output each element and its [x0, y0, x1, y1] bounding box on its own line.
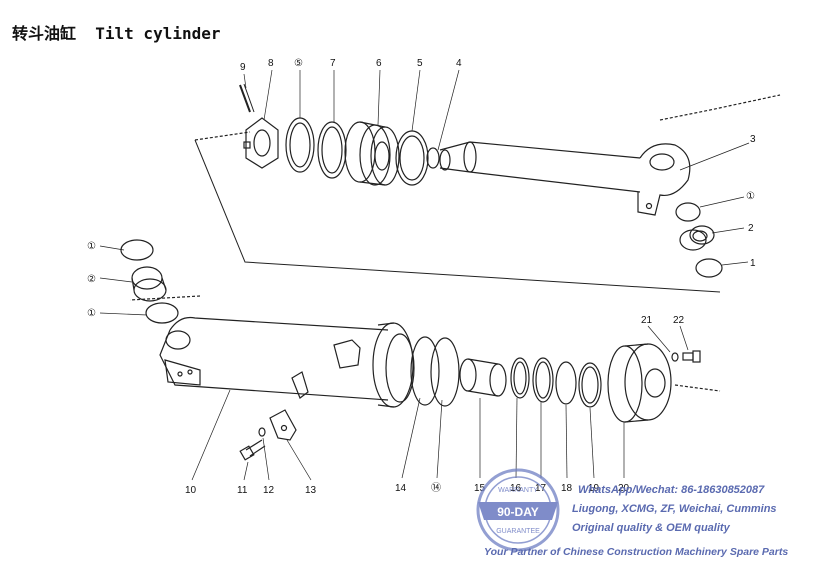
callout-14: 14	[395, 483, 407, 494]
callout-1c-left-bottom: ①	[87, 308, 96, 319]
split-pin-part-9	[239, 83, 255, 113]
callout-14c: ⑭	[431, 482, 441, 494]
badge-top-text: WARRANTY	[498, 487, 538, 494]
callout-17: 17	[535, 483, 547, 494]
callout-15: 15	[474, 483, 486, 494]
castle-nut-part-8	[243, 117, 279, 169]
seal-part-4	[426, 147, 440, 169]
callout-5: 5	[417, 58, 423, 69]
badge-mid-text: 90-DAY	[497, 505, 539, 519]
callout-3: 3	[750, 134, 756, 145]
callout-2-right: 2	[748, 223, 754, 234]
retaining-ring-part-1c-left-bottom	[145, 302, 179, 324]
upper-assembly-outline	[659, 94, 781, 121]
watermark-quality: Original quality & OEM quality	[572, 522, 730, 534]
bushing-part-2c-left	[131, 266, 167, 302]
callout-18: 18	[561, 483, 573, 494]
bracket-upper-part	[291, 371, 309, 399]
washer-part-12	[258, 427, 266, 437]
callout-21: 21	[641, 315, 653, 326]
piston-rod-part-3	[439, 141, 691, 216]
callout-4: 4	[456, 58, 462, 69]
callout-12: 12	[263, 485, 275, 496]
cylinder-head-part-20	[607, 343, 672, 423]
washer-part-21	[671, 352, 679, 362]
callout-10: 10	[185, 485, 197, 496]
cylinder-barrel-part-10	[159, 316, 389, 401]
o-ring-part-14c	[430, 337, 460, 407]
retaining-ring-part-1-right	[695, 258, 723, 278]
callout-11: 11	[237, 485, 248, 496]
callout-7: 7	[330, 58, 336, 69]
badge-bottom-text: GUARANTEE	[496, 528, 540, 535]
upper-assembly-outline	[194, 139, 721, 293]
callout-1-right: 1	[750, 258, 756, 269]
retaining-ring-part-1c-left-top	[120, 239, 154, 261]
bushing-part-2-right	[679, 225, 715, 251]
seal-part-16	[510, 357, 530, 399]
ring-part-5	[395, 130, 429, 186]
retaining-ring-part-1c-right	[675, 202, 701, 222]
callout-1c-right-top: ①	[746, 191, 755, 202]
callout-19: 19	[588, 483, 600, 494]
callout-8: 8	[268, 58, 274, 69]
callout-1c-left-top: ①	[87, 241, 96, 252]
bracket-part-13	[269, 409, 297, 441]
ring-part-7	[317, 121, 347, 179]
piston-part-6	[344, 121, 400, 186]
callout-6: 6	[376, 58, 382, 69]
bolt-part-11	[239, 439, 266, 461]
callout-16: 16	[510, 483, 522, 494]
watermark-slogan: Your Partner of Chinese Construction Mac…	[484, 546, 789, 558]
watermark-brands: Liugong, XCMG, ZF, Weichai, Cummins	[572, 503, 777, 515]
callout-22: 22	[673, 315, 685, 326]
barrel-flange	[372, 322, 415, 408]
o-ring-part-14	[410, 336, 440, 406]
callout-2c-left: ②	[87, 274, 96, 285]
callout-9: 9	[240, 62, 246, 73]
seal-part-18	[555, 361, 577, 405]
guarantee-badge: 90-DAY WARRANTY GUARANTEE	[476, 468, 560, 552]
seal-part-19	[578, 362, 602, 408]
callout-13: 13	[305, 485, 317, 496]
callout-5c: ⑤	[294, 58, 303, 69]
callout-20: 20	[618, 483, 630, 494]
diagram-title: 转斗油缸 Tilt cylinder	[12, 24, 221, 43]
upper-assembly-outline	[194, 131, 251, 141]
bolt-part-22	[682, 350, 701, 363]
guide-sleeve-part-15	[459, 358, 507, 397]
watermark-contact: WhatsApp/Wechat: 86-18630852087	[578, 484, 765, 496]
seal-part-17	[532, 357, 554, 403]
